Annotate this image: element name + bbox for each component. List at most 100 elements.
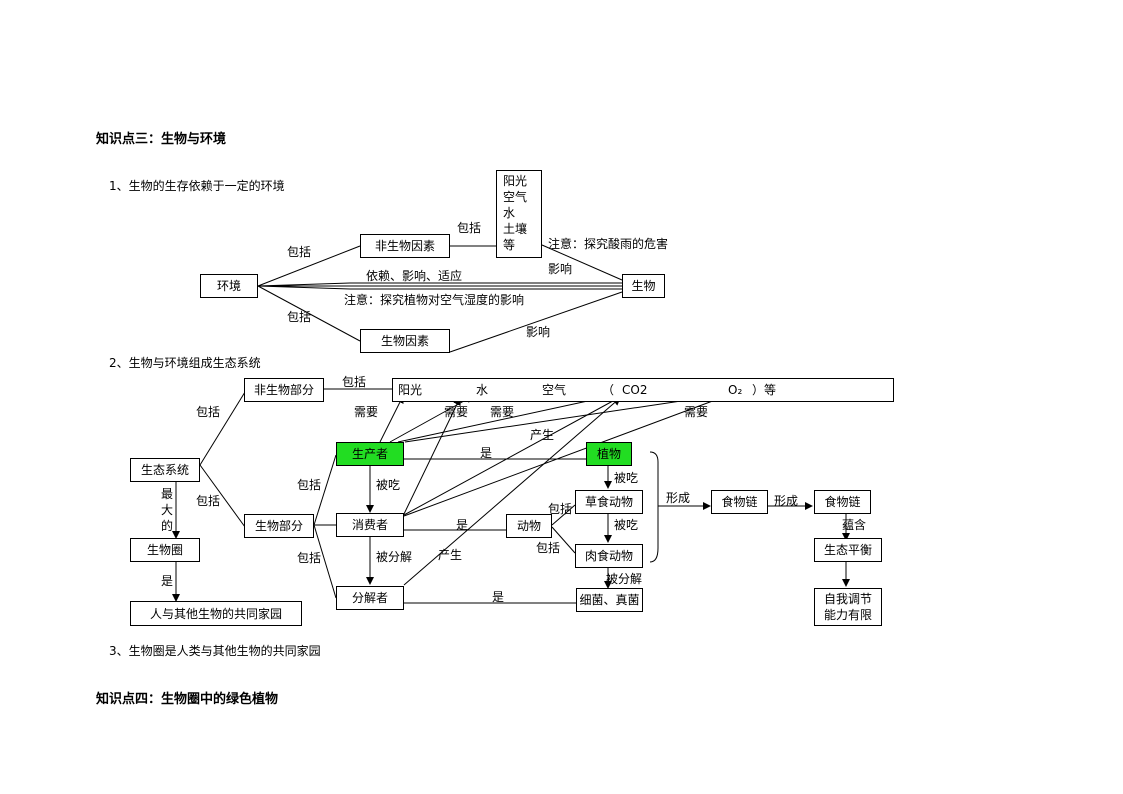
- label-include-carnivore: 包括: [536, 541, 561, 555]
- label-is-home: 是: [161, 574, 174, 588]
- label-need-3: 需要: [490, 405, 515, 419]
- item-sunlight: 阳光: [398, 383, 423, 397]
- arrow-producer-o2: [404, 391, 729, 443]
- label-include-abiotic-list: 包括: [342, 375, 367, 389]
- box-ecosystem: 生态系统: [130, 458, 200, 482]
- arrow-decomposer-co2: [403, 397, 621, 586]
- box-organism: 生物: [622, 274, 665, 298]
- line-animal-carnivore: [551, 526, 576, 554]
- box-biosphere: 生物圈: [130, 538, 200, 562]
- box-herbivore: 草食动物: [575, 490, 643, 514]
- heading-knowledge-3: 知识点三：生物与环境: [96, 132, 227, 147]
- factor-water: 水: [503, 206, 516, 220]
- self-reg-line-1: 自我调节: [823, 592, 872, 606]
- label-contain: 蕴含: [842, 518, 867, 532]
- arrow-producer-sun: [379, 395, 404, 443]
- box-carnivore: 肉食动物: [575, 544, 643, 568]
- label-note-humidity: 注意：探究植物对空气湿度的影响: [344, 293, 525, 307]
- label-form-2: 形成: [774, 494, 799, 508]
- label-eaten-herbivore: 被吃: [614, 471, 639, 485]
- arrow-consumer-o2: [403, 394, 727, 517]
- label-produce-2: 产生: [438, 548, 463, 562]
- line-bio-producer: [313, 454, 337, 526]
- line-factors-organism: [541, 244, 623, 281]
- point-3: 3、生物圈是人类与其他生物的共同家园: [109, 644, 321, 658]
- line-animal-herbivore: [551, 504, 576, 526]
- label-produce-1: 产生: [530, 428, 555, 442]
- label-decomposed-2: 被分解: [606, 572, 643, 586]
- heading-knowledge-4: 知识点四：生物圈中的绿色植物: [96, 692, 279, 707]
- brace-food-chain: [649, 451, 659, 563]
- line-bio-decomposer: [313, 524, 337, 599]
- box-decomposer: 分解者: [336, 586, 404, 610]
- box-biotic-part: 生物部分: [244, 514, 314, 538]
- factor-air: 空气: [503, 190, 528, 204]
- label-include-herbivore: 包括: [548, 502, 573, 516]
- box-factor-list: 阳光 空气 水 土壤 等: [496, 170, 542, 258]
- line-env-biotic: [257, 285, 361, 342]
- factor-sun: 阳光: [503, 174, 528, 188]
- line-env-organism-lower: [257, 285, 622, 290]
- label-eaten-consumer: 被吃: [376, 478, 401, 492]
- label-depend-affect-adapt: 依赖、影响、适应: [366, 269, 463, 283]
- box-food-chain-2: 食物链: [814, 490, 871, 514]
- label-largest: 最 大 的: [161, 486, 173, 534]
- box-plant: 植物: [586, 442, 632, 466]
- item-co2: CO2: [622, 383, 648, 397]
- line-biotic-organism: [449, 291, 623, 353]
- box-consumer: 消费者: [336, 513, 404, 537]
- box-animal: 动物: [506, 514, 552, 538]
- box-common-home: 人与其他生物的共同家园: [130, 601, 302, 626]
- item-water: 水: [476, 383, 489, 397]
- factor-soil: 土壤: [503, 222, 528, 236]
- arrow-consumer-co2: [403, 395, 623, 516]
- label-affect-2: 影响: [526, 325, 551, 339]
- label-include-eco-biotic: 包括: [196, 494, 221, 508]
- box-ecological-balance: 生态平衡: [814, 538, 882, 562]
- largest-char-3: 的: [161, 519, 174, 533]
- arrow-consumer-water: [403, 397, 461, 515]
- item-o2: O₂: [728, 383, 743, 397]
- label-include-biotic: 包括: [287, 310, 312, 324]
- item-paren-close: ）等: [752, 383, 777, 397]
- label-is-plant: 是: [480, 446, 493, 460]
- box-environment: 环境: [200, 274, 258, 298]
- factor-etc: 等: [503, 238, 516, 252]
- label-need-4: 需要: [684, 405, 709, 419]
- line-eco-abiotic: [199, 391, 246, 466]
- line-env-organism-upper: [257, 282, 622, 287]
- point-1: 1、生物的生存依赖于一定的环境: [109, 179, 285, 193]
- label-eaten-carnivore: 被吃: [614, 518, 639, 532]
- line-env-abiotic: [257, 245, 361, 287]
- box-abiotic-factors: 非生物因素: [360, 234, 450, 258]
- label-include-factors: 包括: [457, 221, 482, 235]
- label-include-decomposer: 包括: [297, 551, 322, 565]
- label-need-2: 需要: [444, 405, 469, 419]
- largest-char-2: 大: [161, 503, 174, 517]
- label-need-1: 需要: [354, 405, 379, 419]
- box-food-chain-1: 食物链: [711, 490, 768, 514]
- arrow-producer-co2: [397, 391, 621, 443]
- label-form-1: 形成: [666, 491, 691, 505]
- item-paren-open: （: [602, 383, 615, 397]
- label-include-abiotic: 包括: [287, 245, 312, 259]
- label-affect-1: 影响: [548, 262, 573, 276]
- box-self-regulation: 自我调节 能力有限: [814, 588, 882, 626]
- box-abiotic-list: [392, 378, 894, 402]
- box-bacteria-fungi: 细菌、真菌: [576, 588, 643, 612]
- label-is-animal: 是: [456, 518, 469, 532]
- label-include-eco-abiotic: 包括: [196, 405, 221, 419]
- box-biotic-factors: 生物因素: [360, 329, 450, 353]
- box-abiotic-part: 非生物部分: [244, 378, 324, 402]
- label-is-bacteria: 是: [492, 590, 505, 604]
- label-include-producer: 包括: [297, 478, 322, 492]
- label-note-acid-rain: 注意：探究酸雨的危害: [548, 237, 669, 251]
- largest-char-1: 最: [161, 487, 174, 501]
- label-decomposed-1: 被分解: [376, 550, 413, 564]
- point-2: 2、生物与环境组成生态系统: [109, 356, 261, 370]
- line-eco-biotic: [199, 464, 246, 528]
- box-producer: 生产者: [336, 442, 404, 466]
- item-air: 空气: [542, 383, 567, 397]
- self-reg-line-2: 能力有限: [823, 608, 872, 622]
